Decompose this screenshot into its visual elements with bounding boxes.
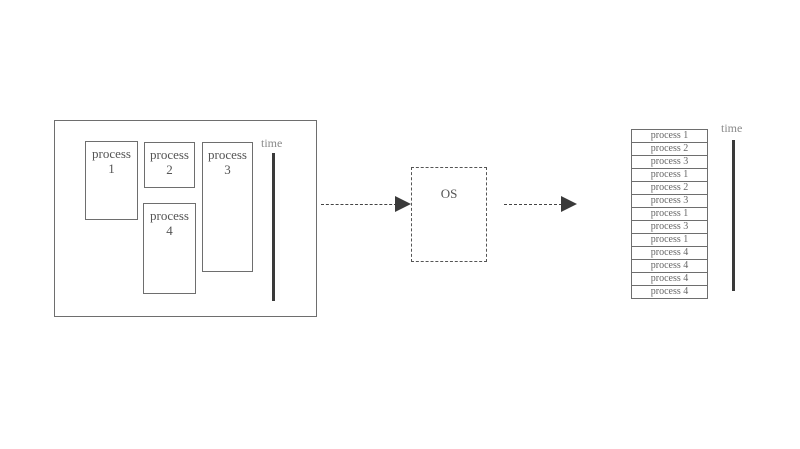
timeline-item: process 1	[631, 129, 708, 143]
process-box-3: process 3	[202, 142, 253, 272]
process-label: process	[92, 146, 131, 161]
time-axis-label-right: time	[721, 121, 743, 135]
timeline-item: process 2	[631, 142, 708, 156]
timeline-item: process 3	[631, 194, 708, 208]
arrow-head-2-icon	[561, 196, 577, 212]
timeline-item: process 4	[631, 285, 708, 299]
timeline-item: process 4	[631, 259, 708, 273]
timeline-item: process 4	[631, 272, 708, 286]
timeline-item: process 2	[631, 181, 708, 195]
process-box-1: process 1	[85, 141, 138, 220]
process-number: 4	[166, 223, 173, 238]
timeline-item: process 1	[631, 168, 708, 182]
process-number: 1	[108, 161, 115, 176]
time-axis-label-left: time	[261, 136, 283, 150]
process-number: 2	[166, 162, 173, 177]
timeline-item: process 3	[631, 155, 708, 169]
os-box: OS	[411, 167, 487, 262]
process-number: 3	[224, 162, 231, 177]
arrow-line-2	[504, 204, 562, 205]
process-label: process	[150, 147, 189, 162]
process-label: process	[208, 147, 247, 162]
time-axis-left	[272, 153, 275, 301]
timeline-item: process 1	[631, 233, 708, 247]
sequential-timeline: process 1 process 2 process 3 process 1 …	[631, 129, 708, 299]
arrow-head-1-icon	[395, 196, 411, 212]
time-axis-right	[732, 140, 735, 291]
process-box-4: process 4	[143, 203, 196, 294]
arrow-line-1	[321, 204, 397, 205]
process-panel	[54, 120, 317, 317]
timeline-item: process 3	[631, 220, 708, 234]
process-label: process	[150, 208, 189, 223]
timeline-item: process 4	[631, 246, 708, 260]
os-label: OS	[440, 186, 458, 201]
process-box-2: process 2	[144, 142, 195, 188]
timeline-item: process 1	[631, 207, 708, 221]
